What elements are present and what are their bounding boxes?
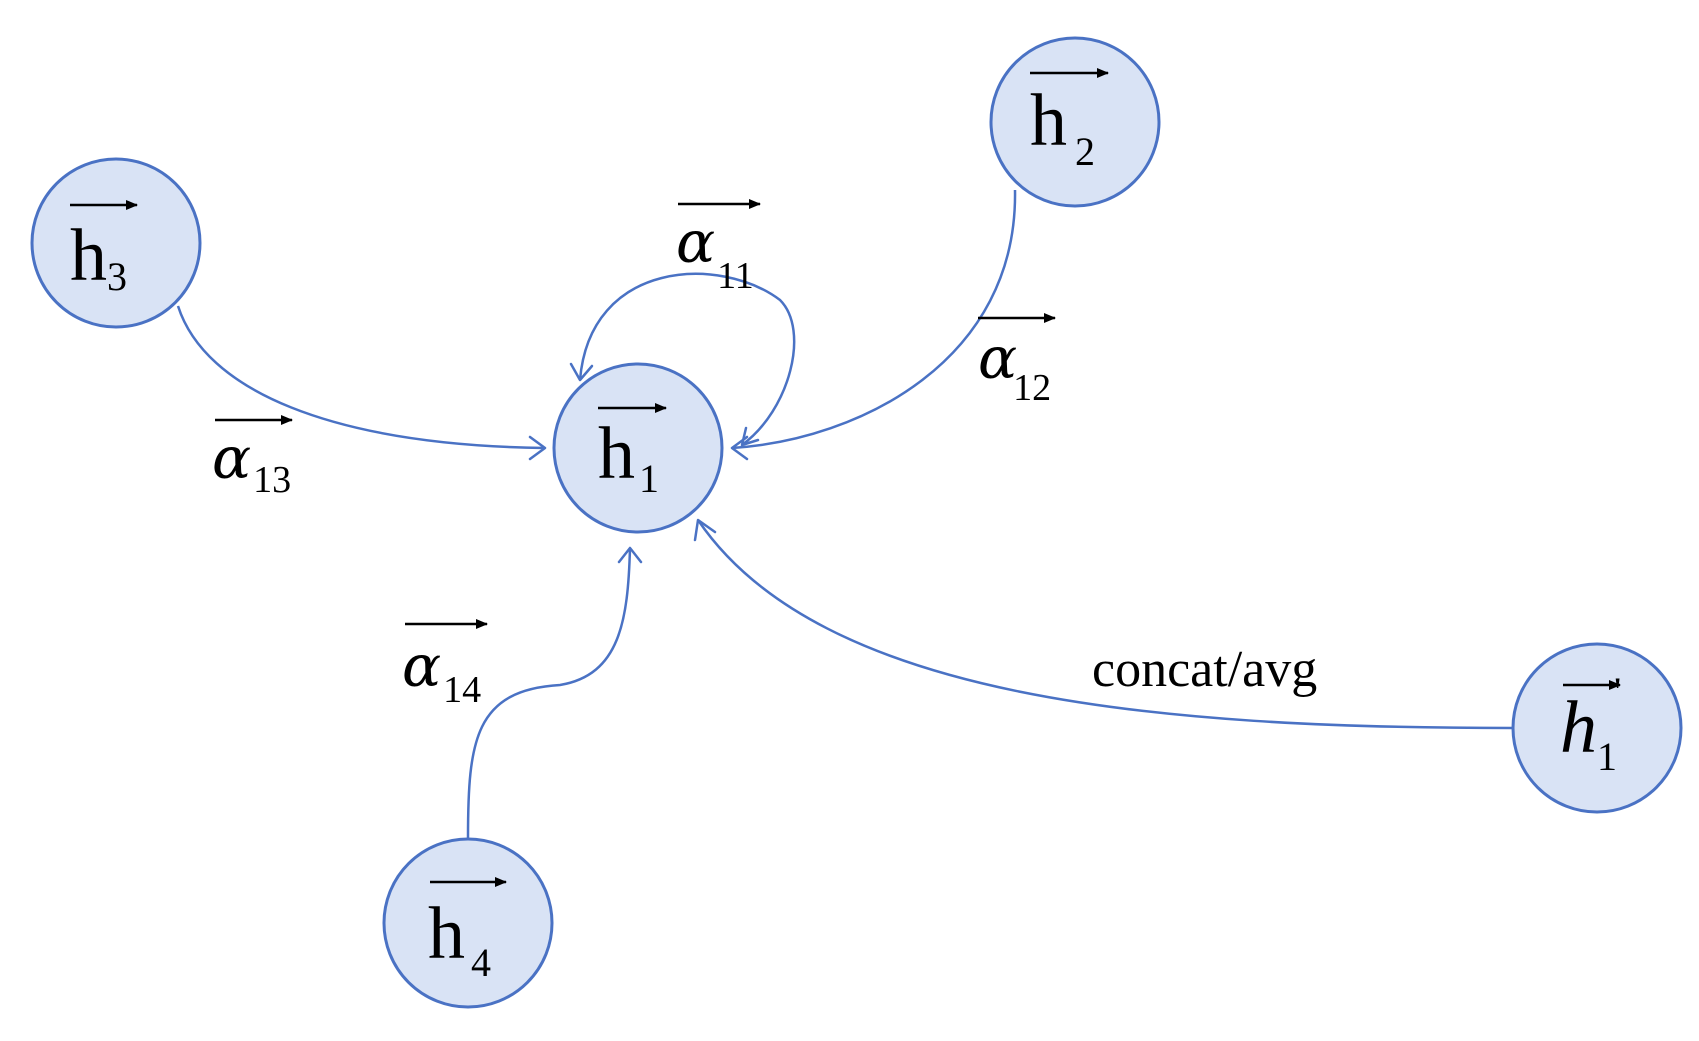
node-h1-prime-circle [1511,642,1683,814]
node-h1-circle [552,362,724,534]
edge-h1prime-arrowhead [693,518,717,542]
edge-self-loop-arrowhead-right [740,426,760,447]
edge-h3-to-h1 [176,305,546,450]
edge-h1prime-to-h1 [696,519,1514,730]
alpha-12-text: α12 [978,324,1051,409]
alpha-14-text: α14 [402,632,481,711]
node-h3-circle [30,157,202,329]
edge-h4-arrowhead [617,546,643,564]
label-concat-avg: concat/avg [1092,641,1317,698]
edge-self-loop-arrowhead-left [569,362,594,382]
node-h1-prime: h1 ' [1511,642,1683,814]
label-alpha-14: α14 [402,619,488,711]
alpha-13-text: α13 [212,424,291,501]
edge-self-loop [578,272,796,447]
node-h4-circle [382,837,554,1009]
node-h1-prime-prime-mark: ' [1614,669,1621,714]
label-alpha-11: α11 [676,199,761,297]
edge-h4-to-h1 [466,547,632,839]
alpha-11-text: α11 [676,208,754,297]
node-h3: h3 [30,157,202,329]
node-h1-prime-label: h1 [1560,687,1617,779]
node-h3-label: h3 [70,215,127,299]
edges [176,189,1514,839]
edge-h2-to-h1 [731,189,1017,450]
label-alpha-13: α13 [212,415,293,501]
edge-h3-arrowhead [528,435,547,461]
node-h2-circle [989,36,1161,208]
label-alpha-12: α12 [978,313,1056,409]
